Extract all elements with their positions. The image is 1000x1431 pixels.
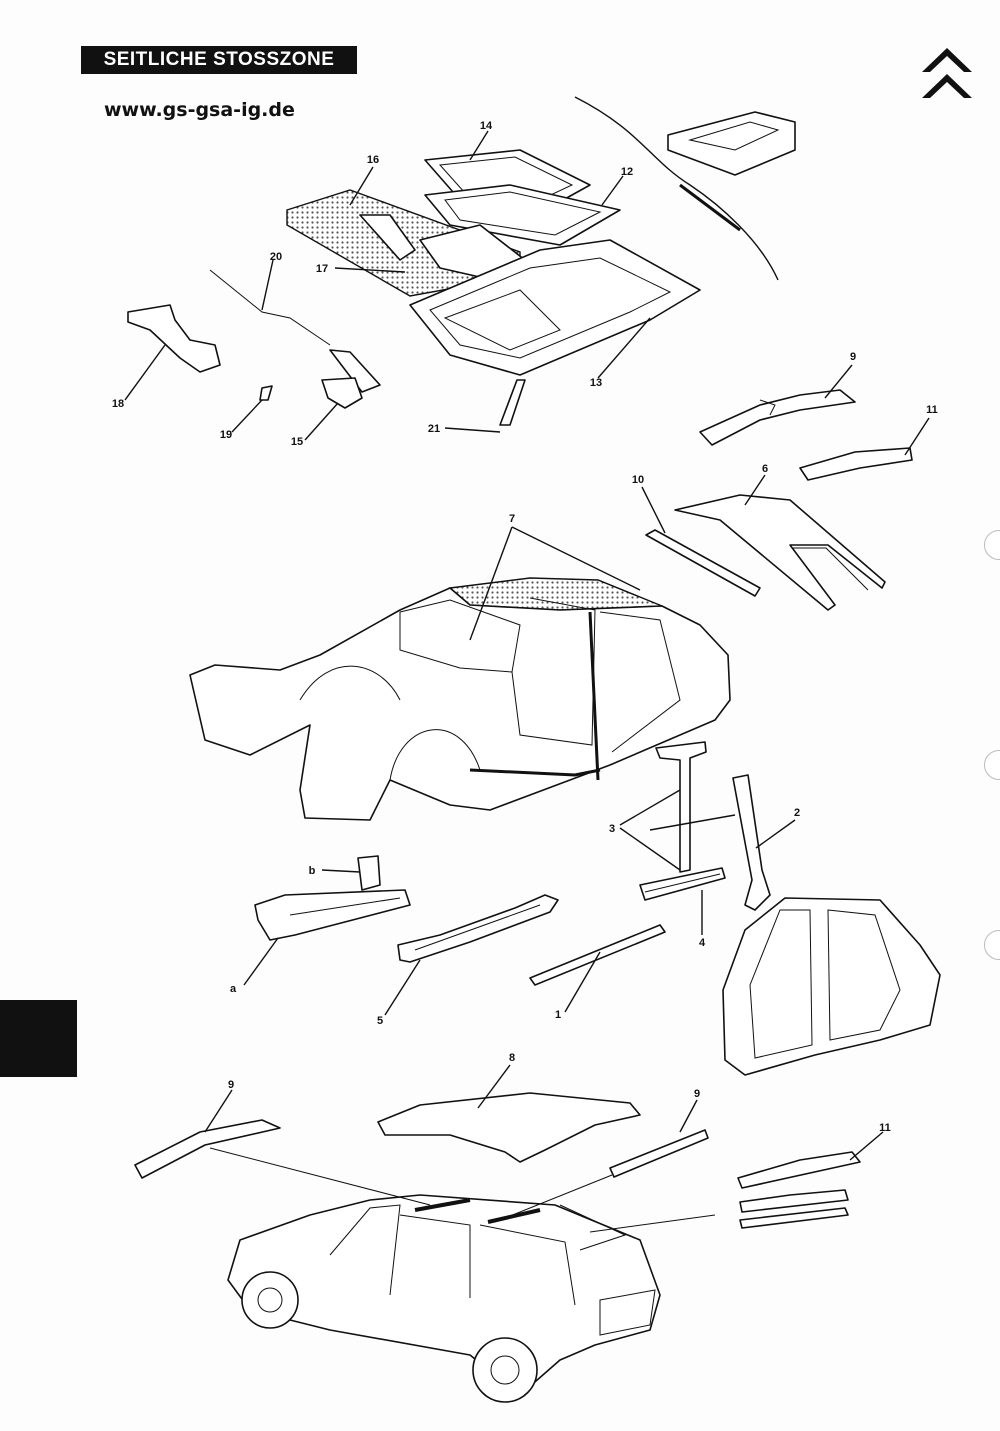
callout-11-top: 11 (926, 404, 938, 416)
part-20-drive-cable (209, 269, 381, 393)
callout-19: 19 (220, 429, 232, 441)
callout-3: 3 (609, 823, 615, 835)
callout-10: 10 (632, 474, 644, 486)
estate-car-outline (227, 1194, 661, 1403)
citroen-double-chevron-icon (922, 48, 972, 98)
part-11-roof-bows-estate (737, 1151, 861, 1229)
callout-5: 5 (377, 1015, 383, 1027)
callout-9-left: 9 (228, 1079, 234, 1091)
part-5-sill-outer (397, 894, 559, 963)
callout-leaders-pillar (619, 789, 796, 935)
callout-a: a (230, 983, 237, 995)
callout-11-bottom: 11 (879, 1122, 891, 1134)
callout-12: 12 (621, 166, 633, 178)
callout-17: 17 (316, 263, 328, 275)
callout-8: 8 (509, 1052, 515, 1064)
roof-outline-curve (574, 96, 779, 281)
callout-21: 21 (428, 423, 440, 435)
part-9-roof-rail-left (134, 1119, 281, 1179)
part-11-roof-bow (799, 447, 913, 481)
callout-4: 4 (699, 937, 706, 949)
callout-leaders-right (641, 364, 930, 534)
part-13-roof-frame (409, 239, 701, 376)
callout-20: 20 (270, 251, 282, 263)
part-4-sill-reinforcement (639, 867, 726, 901)
callout-7: 7 (509, 513, 515, 525)
callout-6: 6 (762, 463, 768, 475)
callout-9-right: 9 (694, 1088, 700, 1100)
callout-labels: 14 16 12 20 17 13 18 19 15 21 9 11 10 6 … (112, 120, 938, 1134)
callout-15: 15 (291, 436, 303, 448)
part-18-bracket (127, 304, 221, 373)
part-2-b-pillar-outer (732, 774, 771, 911)
section-title: SEITLICHE STOSSZONE (103, 49, 335, 70)
callout-13: 13 (590, 377, 602, 389)
part-b-jack-point (357, 855, 381, 891)
callout-leaders-top (124, 130, 651, 441)
part-3-b-pillar-inner (655, 741, 707, 873)
website-url[interactable]: www.gs-gsa-ig.de (104, 99, 295, 121)
callout-2: 2 (794, 807, 800, 819)
part-10-roof-side-rail (645, 529, 761, 597)
callout-leaders-bottom (204, 1064, 884, 1233)
callout-9-top: 9 (850, 351, 856, 363)
section-tab-marker (0, 1000, 77, 1077)
part-9-roof-cross-member (699, 389, 856, 446)
callout-14: 14 (480, 120, 493, 132)
section-title-box: SEITLICHE STOSSZONE (81, 46, 357, 74)
part-8-estate-roof-panel (377, 1092, 641, 1163)
callout-18: 18 (112, 398, 124, 410)
callout-1: 1 (555, 1009, 561, 1021)
sunroof-assembly-small (667, 111, 796, 176)
part-12-sunroof-panel (424, 184, 621, 246)
part-6-roof-panel (674, 494, 886, 611)
car-body-shell (189, 577, 731, 821)
part-19-clip (259, 385, 273, 401)
callout-leaders-sill (243, 869, 601, 1016)
callout-leaders-middle (469, 526, 641, 641)
callout-16: 16 (367, 154, 379, 166)
body-side-frame (722, 897, 941, 1076)
part-21-drain-hose (499, 379, 526, 426)
part-a-sill-inner (254, 889, 411, 941)
callout-b: b (309, 865, 316, 877)
part-15-motor-bracket (321, 377, 363, 409)
part-9-roof-rail-right (609, 1129, 709, 1178)
